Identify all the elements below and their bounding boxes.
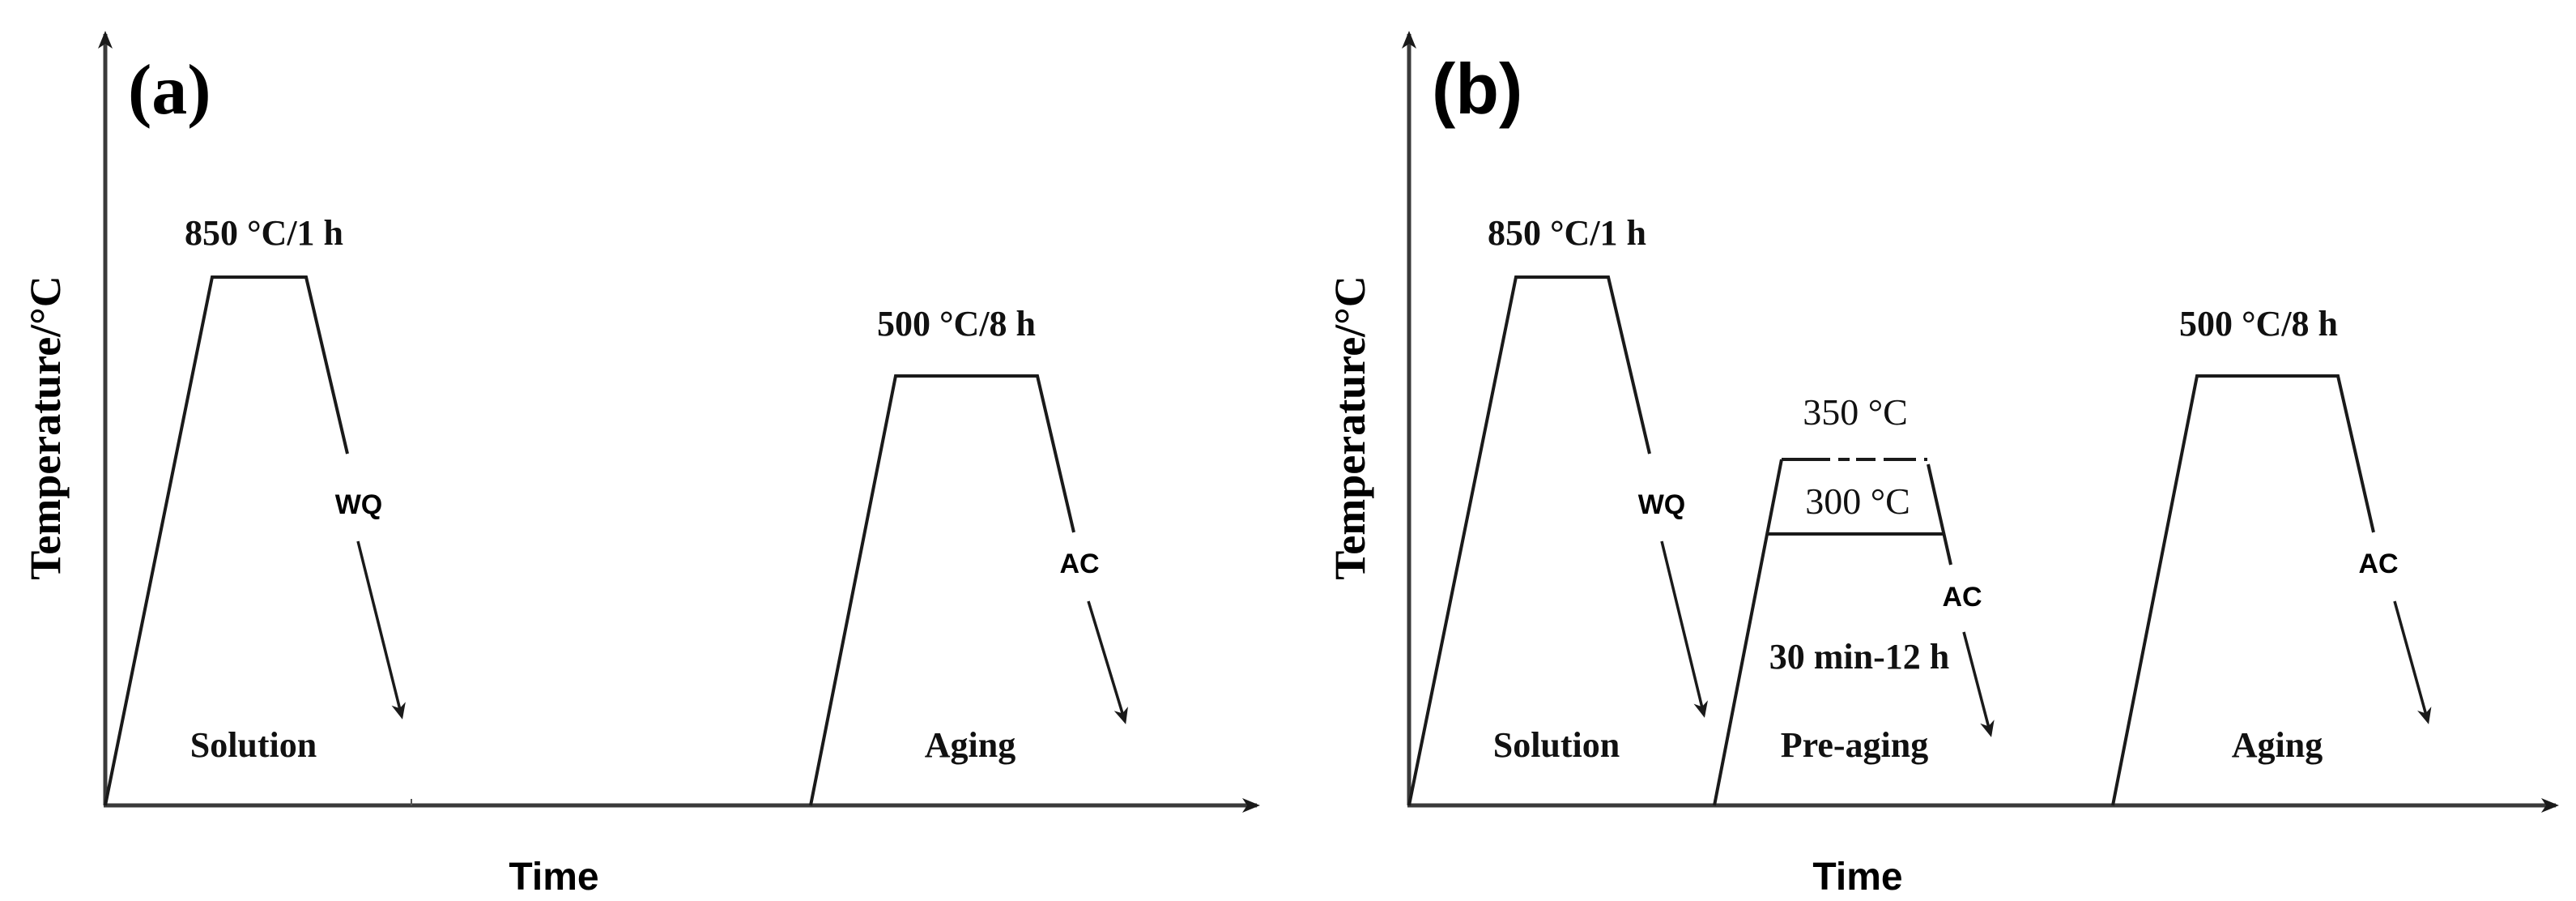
aging-curve <box>2111 374 2375 806</box>
pre-aging-duration-label: 30 min-12 h <box>1769 637 1949 677</box>
ac-arrow-icon <box>1087 600 1128 724</box>
solution-curve <box>104 275 349 806</box>
pre-aging-stage-label: Pre-aging <box>1781 725 1929 765</box>
wq-label: WQ <box>335 489 383 520</box>
wq-label: WQ <box>1638 489 1686 520</box>
pre-aging-350-label: 350 °C <box>1803 391 1908 433</box>
aging-stage-label: Aging <box>2232 725 2323 765</box>
aging-curve <box>809 374 1075 806</box>
x-axis-label: Time <box>1812 856 1902 899</box>
ac-arrow-icon <box>2393 600 2432 724</box>
solution-temp-label: 850 °C/1 h <box>1488 213 1646 253</box>
ac-label: AC <box>2358 549 2398 579</box>
ac-arrow-icon <box>1962 631 1995 737</box>
y-axis-label: Temperature/°C <box>21 275 70 580</box>
aging-temp-label: 500 °C/8 h <box>2179 304 2338 344</box>
solution-stage-label: Solution <box>1493 725 1620 765</box>
wq-arrow-icon <box>1660 540 1708 718</box>
ac-label: AC <box>1059 549 1099 579</box>
wq-arrow-icon <box>356 540 406 720</box>
panel-a: (a) Temperature/°C Time 850 °C/1 h WQ So… <box>21 31 1260 899</box>
ac-label: AC <box>1942 582 1982 613</box>
solution-temp-label: 850 °C/1 h <box>185 213 343 253</box>
panel-b: (b) Temperature/°C Time 850 °C/1 h WQ So… <box>1326 31 2559 899</box>
panel-label: (b) <box>1432 49 1522 129</box>
pre-aging-cooling <box>1927 463 1952 566</box>
panel-label: (a) <box>128 51 211 130</box>
y-axis-label: Temperature/°C <box>1326 275 1374 580</box>
aging-temp-label: 500 °C/8 h <box>877 304 1036 344</box>
aging-stage-label: Aging <box>925 725 1015 765</box>
solution-stage-label: Solution <box>190 725 317 765</box>
x-axis-label: Time <box>509 856 598 899</box>
pre-aging-ramp <box>1713 459 1783 806</box>
solution-curve <box>1407 275 1651 806</box>
pre-aging-300-label: 300 °C <box>1805 480 1910 522</box>
